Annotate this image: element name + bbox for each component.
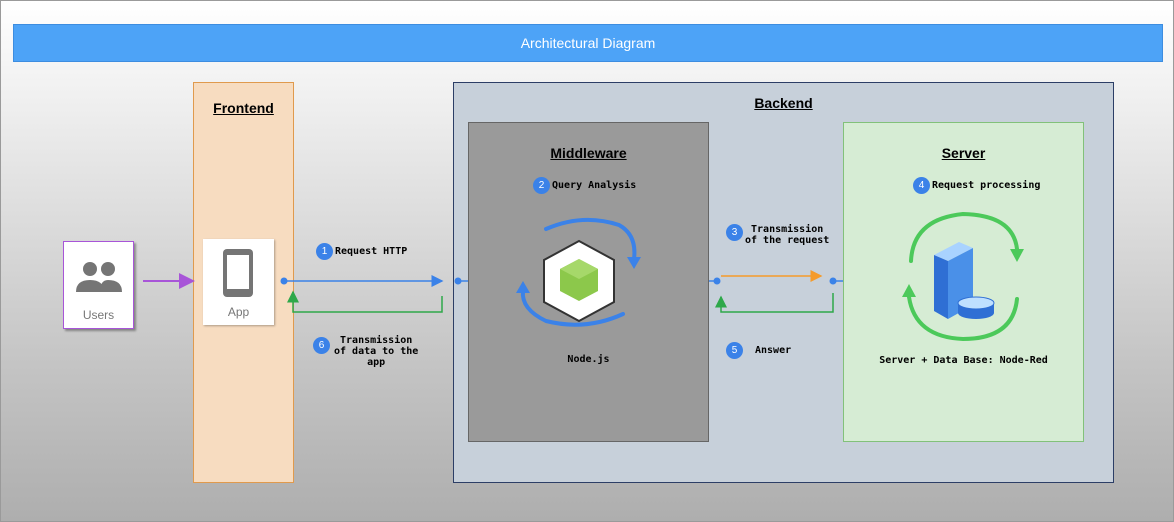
step-6-label: Transmission of data to the app [334,335,419,368]
step-1-badge: 1 [316,243,333,260]
step-5-badge: 5 [726,342,743,359]
diagram-title: Architectural Diagram [13,24,1163,62]
users-label: Users [82,308,115,322]
middleware-cycle-arrowhead-right [627,257,641,269]
step-5-label: Answer [755,345,792,356]
step-1-label: Request HTTP [335,246,408,257]
smartphone-icon [223,249,253,297]
server-cycle-arrowhead-left [902,284,916,297]
app-node: App [203,239,274,325]
middleware-cycle-icon [520,217,637,327]
step-6: 6 Transmission of data to the app [313,335,418,368]
middleware-cycle-arrowhead-left [516,281,530,293]
step-2: 2 Query Analysis [533,177,636,194]
step-3-badge: 3 [726,224,743,241]
nodejs-cube-icon [543,239,615,323]
users-node: Users [63,241,134,329]
server-db-label: Server + Data Base: Node-Red [879,355,1048,366]
step-4-badge: 4 [913,177,930,194]
nodejs-label: Node.js [567,354,610,365]
step-3: 3 Transmission of the request [726,224,829,246]
step-5: 5 Answer [726,342,791,359]
server-cycle-arrowhead-right [1010,249,1024,262]
middleware-title: Middleware [550,145,627,161]
users-icon [76,262,122,292]
step-2-label: Query Analysis [552,180,637,191]
server-title: Server [941,145,986,161]
frontend-title: Frontend [213,100,274,116]
server-cycle-icon [907,211,1019,342]
step-3-label: Transmission of the request [745,224,830,246]
server-panel: Server Server + Data Base: Node-Red [843,122,1084,442]
step-6-badge: 6 [313,337,330,354]
step-4: 4 Request processing [913,177,1040,194]
step-1: 1 Request HTTP [316,243,407,260]
server-database-icon [934,242,995,319]
backend-title: Backend [754,95,813,111]
data-to-app-arrow [287,290,443,313]
answer-arrow [715,293,834,313]
step-4-label: Request processing [932,180,1041,191]
app-label: App [227,305,250,319]
step-2-badge: 2 [533,177,550,194]
